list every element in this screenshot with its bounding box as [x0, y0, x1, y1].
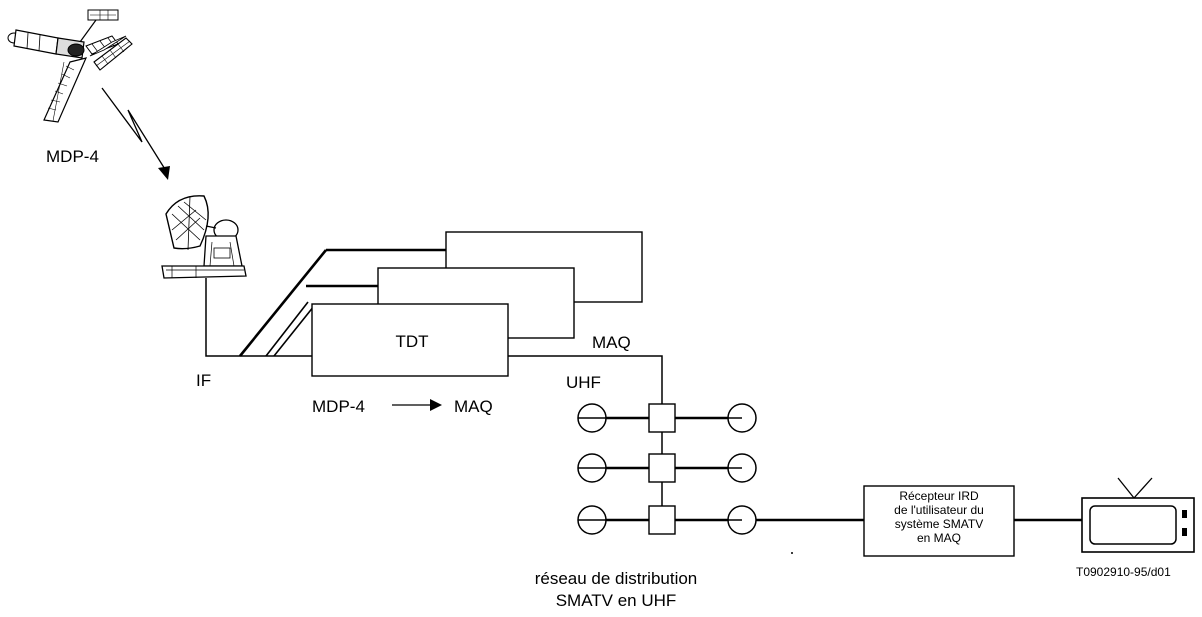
uhf-label: UHF: [566, 373, 601, 392]
splitter-1: [648, 403, 676, 433]
conversion-to-label: MAQ: [454, 397, 493, 416]
if-label: IF: [196, 371, 211, 390]
feed-line-middle-2: [265, 301, 309, 357]
dish-antenna-icon: [161, 195, 247, 279]
tdt-label: TDT: [395, 332, 428, 351]
if-cable: [205, 278, 314, 357]
conversion-from-label: MDP-4: [312, 397, 365, 416]
network-caption-line1: réseau de distribution: [535, 569, 698, 588]
tdt-box: [311, 303, 509, 377]
feed-line-middle: [273, 305, 315, 357]
receiver-label-line3: système SMATV: [895, 517, 983, 531]
feed-line-back: [238, 249, 328, 357]
downlink-signal: [101, 87, 170, 180]
network-caption-line2: SMATV en UHF: [556, 591, 677, 610]
tv-icon: [1081, 477, 1195, 553]
conversion-arrow: [392, 399, 442, 411]
satellite-icon: [7, 9, 133, 123]
downlink-modulation-label: MDP-4: [46, 147, 99, 166]
maq-output-label: MAQ: [592, 333, 631, 352]
receiver-label-line2: de l'utilisateur du: [894, 503, 984, 517]
receiver-label-line1: Récepteur IRD: [899, 489, 979, 503]
splitter-3: [648, 505, 676, 535]
stray-dot: [791, 552, 793, 554]
receiver-label-line4: en MAQ: [917, 531, 961, 545]
splitter-2: [648, 453, 676, 483]
maq-output-line: [508, 355, 663, 404]
figure-reference: T0902910-95/d01: [1076, 565, 1171, 579]
distribution-network: [577, 403, 757, 535]
